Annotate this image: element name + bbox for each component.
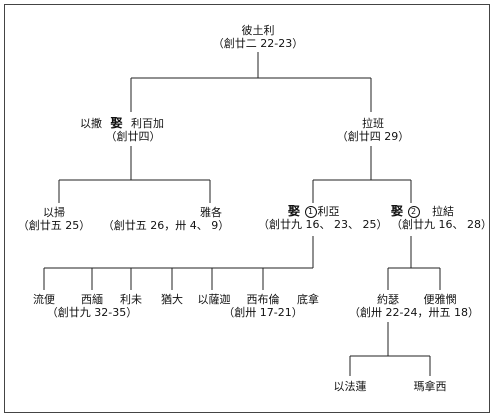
node-leah-marry: 娶 bbox=[288, 204, 301, 218]
node-son-simeon: 西緬 （創廿九 32-35） bbox=[47, 293, 137, 319]
son-ref: （創廿九 32-35） bbox=[46, 306, 138, 319]
node-esau-name: 以掃 bbox=[43, 206, 65, 219]
node-isaac-spouse: 利百加 bbox=[131, 117, 165, 130]
node-rachel-name: 拉結 bbox=[432, 205, 455, 218]
node-root: 彼土利 （創廿二 22-23） bbox=[213, 24, 303, 50]
node-isaac: 以撒 娶 利百加 （創廿四） bbox=[79, 116, 165, 144]
son-name: 利未 bbox=[120, 293, 142, 306]
node-jacob-ref: （創廿五 26，卅 4、 9） bbox=[102, 219, 230, 232]
son-name: 流便 bbox=[33, 293, 55, 306]
son-name: 猶大 bbox=[161, 293, 183, 306]
son-name: 底拿 bbox=[297, 293, 319, 306]
node-jacob: 雅各 （創廿五 26，卅 4、 9） bbox=[103, 206, 229, 232]
node-jacob-name: 雅各 bbox=[199, 206, 222, 219]
node-leah-ref: （創廿九 16、 23、 25） bbox=[258, 218, 388, 231]
node-rachel-marry: 娶 bbox=[391, 204, 404, 218]
son-name: 以薩迦 bbox=[197, 293, 231, 306]
node-isaac-ref: （創廿四） bbox=[105, 130, 161, 143]
number-two-icon: 2 bbox=[407, 206, 420, 218]
node-isaac-prefix: 以撒 bbox=[79, 117, 102, 130]
node-son-zebulun: 西布倫 （創卅 17-21） bbox=[223, 293, 302, 319]
node-son-issachar: 以薩迦 bbox=[198, 293, 231, 306]
grandson-name: 瑪拿西 bbox=[413, 380, 447, 393]
node-laban-ref: （創廿四 29） bbox=[336, 130, 410, 143]
grandson-name: 以法蓮 bbox=[333, 380, 367, 393]
node-son-benjamin: 便雅憫 bbox=[424, 293, 457, 306]
son-ref: （創卅 17-21） bbox=[223, 306, 303, 319]
node-rachel-line: 娶 2 拉結 bbox=[391, 205, 492, 218]
node-rachel-ref: （創廿九 16、 28） bbox=[391, 218, 492, 231]
node-grandson-manasseh: 瑪拿西 bbox=[414, 380, 447, 393]
node-root-ref: （創廿二 22-23） bbox=[212, 37, 304, 50]
node-daughter-dinah: 底拿 bbox=[297, 293, 319, 306]
node-son-reuben: 流便 bbox=[33, 293, 55, 306]
node-esau: 以掃 （創廿五 25） bbox=[18, 206, 91, 232]
node-son-levi: 利未 bbox=[120, 293, 142, 306]
node-leah-name: 利亞 bbox=[317, 205, 340, 218]
node-laban: 拉班 （創廿四 29） bbox=[337, 117, 410, 143]
node-grandson-ephraim: 以法蓮 bbox=[334, 380, 367, 393]
node-isaac-marry: 娶 bbox=[110, 116, 123, 130]
node-rachel: 娶 2 拉結 （創廿九 16、 28） bbox=[391, 205, 492, 232]
node-root-name: 彼土利 bbox=[241, 24, 275, 37]
number-one-icon: 1 bbox=[304, 206, 317, 218]
node-son-judah: 猶大 bbox=[161, 293, 183, 306]
son-name: 西緬 bbox=[81, 293, 103, 306]
node-isaac-line: 以撒 娶 利百加 bbox=[79, 116, 165, 131]
son-name: 約瑟 bbox=[377, 293, 399, 306]
node-esau-ref: （創廿五 25） bbox=[17, 219, 91, 232]
node-laban-name: 拉班 bbox=[362, 117, 384, 130]
node-son-joseph: 約瑟 bbox=[377, 293, 399, 306]
node-rachel-sons-ref: （創卅 22-24，卅五 18） bbox=[349, 306, 479, 319]
son-name: 便雅憫 bbox=[423, 293, 457, 306]
son-name: 西布倫 bbox=[246, 293, 280, 306]
